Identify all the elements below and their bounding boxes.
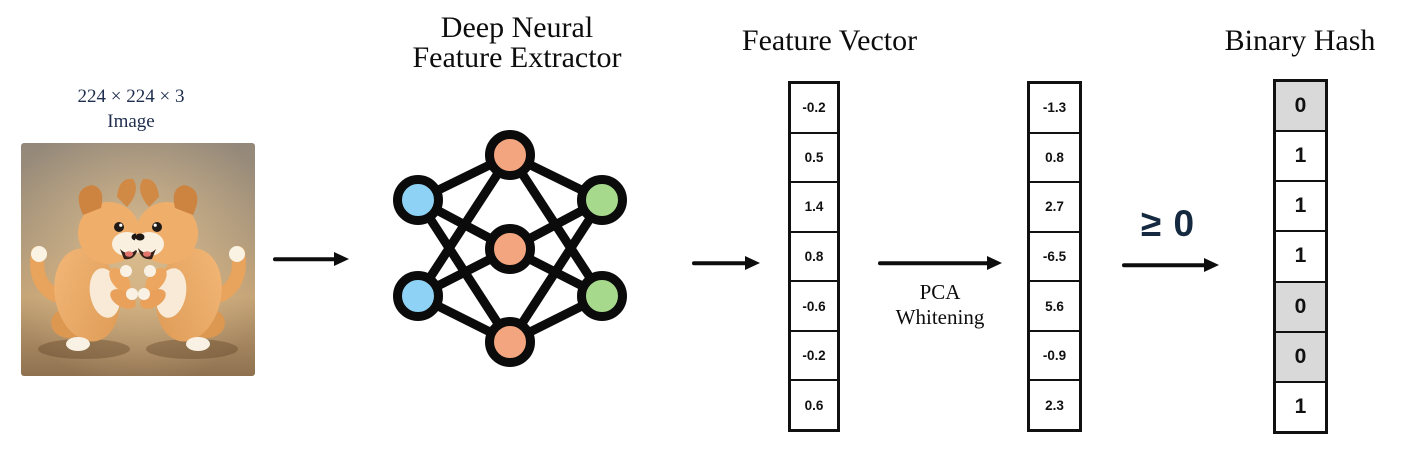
vector-cell: 2.3	[1045, 397, 1064, 413]
vector-cell: -6.5	[1030, 233, 1079, 283]
hidden-node	[485, 130, 535, 180]
arrow-head-icon	[1204, 258, 1219, 272]
binary-hash-cell: 1	[1276, 132, 1325, 183]
neural-network-icon	[393, 130, 627, 369]
hidden-node	[485, 224, 535, 274]
arrow-threshold	[1122, 257, 1219, 273]
pca-label-line2: Whitening	[895, 305, 985, 329]
extractor-title: Deep Neural Feature Extractor	[357, 13, 677, 73]
input-size-line: 224 × 224 × 3	[77, 86, 185, 107]
feature-vector-raw-column: -0.2 0.5 1.4 0.8 -0.6 -0.2 0.6	[788, 81, 840, 432]
vector-cell: 5.6	[1030, 282, 1079, 332]
binary-hash-cell: 1	[1276, 232, 1325, 283]
binary-hash-column: 0 1 1 1 0 0 1	[1273, 79, 1328, 434]
pca-label-line1: PCA	[919, 280, 961, 304]
input-size-label: 224 × 224 × 3 Image	[41, 84, 221, 134]
vector-cell: -1.3	[1030, 84, 1079, 134]
output-node	[577, 271, 627, 321]
vector-cell: 0.8	[1030, 134, 1079, 184]
arrow-shaft	[692, 261, 748, 265]
vector-cell: 0.8	[791, 233, 837, 283]
vector-cell: -0.9	[1030, 332, 1079, 382]
vector-cell: -0.6	[791, 282, 837, 332]
puppies-illustration	[21, 143, 255, 376]
binary-hash-cell: 1	[1276, 182, 1325, 233]
binary-hash-cell: 0	[1276, 82, 1325, 133]
vector-cell: 2.7	[1030, 183, 1079, 233]
arrow-extractor-to-vector	[692, 255, 760, 271]
arrow-pca-whitening	[878, 255, 1002, 271]
pca-whitening-label: PCA Whitening	[878, 280, 1002, 330]
input-node	[393, 175, 443, 225]
binary-hash-cell: 0	[1276, 332, 1325, 383]
binary-hash-title: Binary Hash	[1224, 24, 1376, 57]
extractor-title-line1: Deep Neural	[440, 11, 594, 44]
vector-cell: -0.2	[791, 84, 837, 134]
hidden-node	[485, 317, 535, 367]
input-node	[393, 271, 443, 321]
vector-cell: 0.5	[791, 134, 837, 184]
arrow-head-icon	[745, 256, 760, 270]
arrow-shaft	[273, 257, 337, 261]
arrow-image-to-extractor	[273, 251, 349, 267]
vector-cell: 1.4	[791, 183, 837, 233]
input-image	[21, 143, 255, 376]
arrow-shaft	[1122, 263, 1207, 267]
threshold-label: ≥ 0	[1140, 203, 1196, 244]
binary-hash-cell: 1	[1294, 394, 1307, 418]
arrow-shaft	[878, 261, 990, 265]
arrow-head-icon	[334, 252, 349, 266]
binary-hash-cell: 0	[1276, 282, 1325, 333]
input-type-line: Image	[107, 111, 155, 132]
arrow-head-icon	[987, 256, 1002, 270]
network-graph-icon	[393, 130, 627, 367]
feature-vector-whitened-column: -1.3 0.8 2.7 -6.5 5.6 -0.9 2.3	[1027, 81, 1082, 432]
feature-vector-title: Feature Vector	[741, 24, 918, 57]
vector-cell: -0.2	[791, 332, 837, 382]
vector-cell: 0.6	[804, 397, 824, 413]
extractor-title-line2: Feature Extractor	[412, 41, 622, 74]
output-node	[577, 175, 627, 225]
